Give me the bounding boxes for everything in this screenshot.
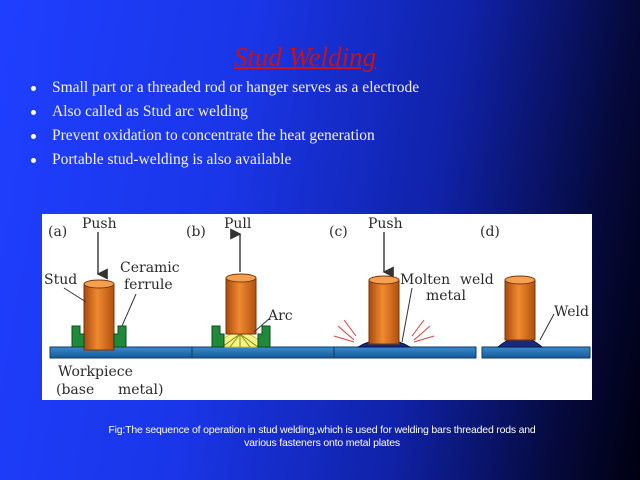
stud-top [83,279,115,289]
bullet-text: Prevent oxidation to concentrate the hea… [52,127,375,144]
weld-label: Weld [554,304,589,320]
leader-line [121,293,137,327]
force-label: Pull [224,216,252,232]
bullet-dot-icon [31,158,36,163]
workpiece-plate [191,346,335,359]
bullet-item: Small part or a threaded rod or hanger s… [30,76,419,100]
stud [225,277,257,335]
workpiece-plate [49,346,193,359]
caption-line: Fig:The sequence of operation in stud we… [108,424,536,436]
leader-line [401,287,413,343]
bullet-dot-icon [31,134,36,139]
workpiece-plate [481,346,591,359]
panel-tag: (c) [329,224,348,240]
caption-line: various fasteners onto metal plates [244,437,400,449]
figure-caption: Fig:The sequence of operation in stud we… [72,424,572,450]
force-label: Push [368,216,403,232]
bullet-item: Also called as Stud arc welding [30,100,419,124]
bullet-text: Small part or a threaded rod or hanger s… [52,79,420,96]
molten-label-3: metal [426,288,467,304]
base-metal-label-1: (base [56,382,94,398]
force-label: Push [82,216,117,232]
bullet-text: Also called as Stud arc welding [52,103,248,120]
ferrule-right [113,325,127,348]
stud-top [368,275,400,285]
stud-welding-figure: (a) Push Stud Ceramic ferrule Workpiece … [42,214,592,400]
base-metal-label-2: metal) [118,382,163,398]
stud-top [225,273,257,283]
stud [368,279,400,345]
ferrule-label-1: Ceramic [120,260,180,276]
slide-title: Stud Welding [233,42,377,72]
panel-c: (c) Push Molten weld metal [329,216,494,359]
arc-label: Arc [267,308,293,324]
bullet-list: Small part or a threaded rod or hanger s… [30,76,419,172]
leader-line [539,313,555,341]
leader-line [63,287,87,303]
workpiece-plate [333,346,477,359]
ferrule-left [71,325,85,348]
arc-rays [221,333,259,348]
bullet-text: Portable stud-welding is also available [52,151,292,168]
ferrule-left [211,325,225,348]
panel-b: (b) Pull Arc [186,216,335,359]
panel-tag: (a) [48,224,67,240]
bullet-item: Portable stud-welding is also available [30,148,419,172]
spatter-lines [333,319,435,343]
stud-label: Stud [44,272,77,288]
molten-label-1: Molten [400,272,450,288]
stud [83,283,115,351]
panel-tag: (b) [186,224,206,240]
bullet-dot-icon [31,110,36,115]
ferrule-label-2: ferrule [124,277,173,293]
molten-label-2: weld [460,272,494,288]
ferrule-right [257,325,271,348]
panel-tag: (d) [480,224,500,240]
leader-line [253,317,271,333]
workpiece-label: Workpiece [58,364,133,380]
panel-d: (d) Weld [480,224,591,359]
bullet-dot-icon [31,86,36,91]
panel-a: (a) Push Stud Ceramic ferrule Workpiece … [44,216,193,398]
stud-welding-diagram: (a) Push Stud Ceramic ferrule Workpiece … [44,216,591,398]
stud-top [504,275,536,285]
bullet-item: Prevent oxidation to concentrate the hea… [30,124,419,148]
stud [504,279,536,341]
